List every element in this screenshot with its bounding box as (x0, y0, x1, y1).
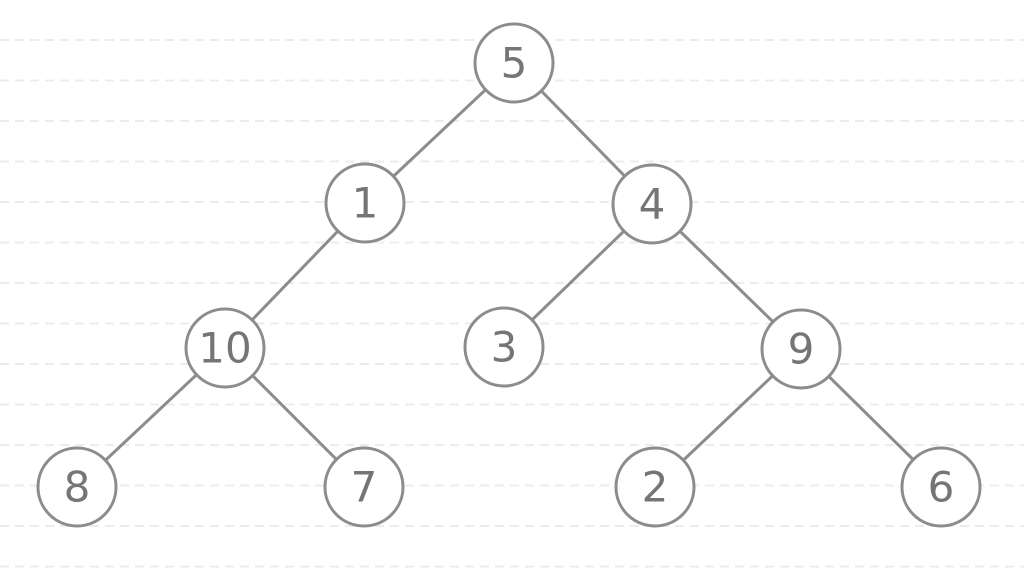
ruled-lines (0, 39, 1024, 568)
node-label: 7 (351, 463, 378, 512)
tree-node-2[interactable]: 2 (614, 446, 696, 528)
tree-node-7[interactable]: 7 (323, 446, 405, 528)
node-label: 6 (928, 463, 955, 512)
node-label: 2 (642, 463, 669, 512)
node-circle[interactable] (463, 306, 545, 388)
tree-node-10[interactable]: 10 (184, 307, 266, 389)
node-label: 1 (352, 179, 379, 228)
node-label: 3 (491, 323, 518, 372)
tree-node-5[interactable]: 5 (473, 22, 555, 104)
node-label: 5 (501, 39, 528, 88)
tree-node-3[interactable]: 3 (463, 306, 545, 388)
node-label: 10 (198, 324, 251, 373)
node-circle[interactable] (323, 446, 405, 528)
tree-nodes: 5 1 4 10 3 9 8 7 2 6 (36, 22, 982, 528)
node-label: 9 (788, 325, 815, 374)
tree-node-1[interactable]: 1 (324, 162, 406, 244)
node-circle[interactable] (614, 446, 696, 528)
tree-node-4[interactable]: 4 (611, 163, 693, 245)
node-circle[interactable] (900, 446, 982, 528)
node-circle[interactable] (36, 446, 118, 528)
node-circle[interactable] (473, 22, 555, 104)
node-label: 4 (639, 180, 666, 229)
tree-node-9[interactable]: 9 (760, 308, 842, 390)
tree-node-8[interactable]: 8 (36, 446, 118, 528)
tree-node-6[interactable]: 6 (900, 446, 982, 528)
node-circle[interactable] (611, 163, 693, 245)
node-circle[interactable] (184, 307, 266, 389)
node-circle[interactable] (324, 162, 406, 244)
node-label: 8 (64, 463, 91, 512)
node-circle[interactable] (760, 308, 842, 390)
tree-edges (75, 61, 943, 489)
